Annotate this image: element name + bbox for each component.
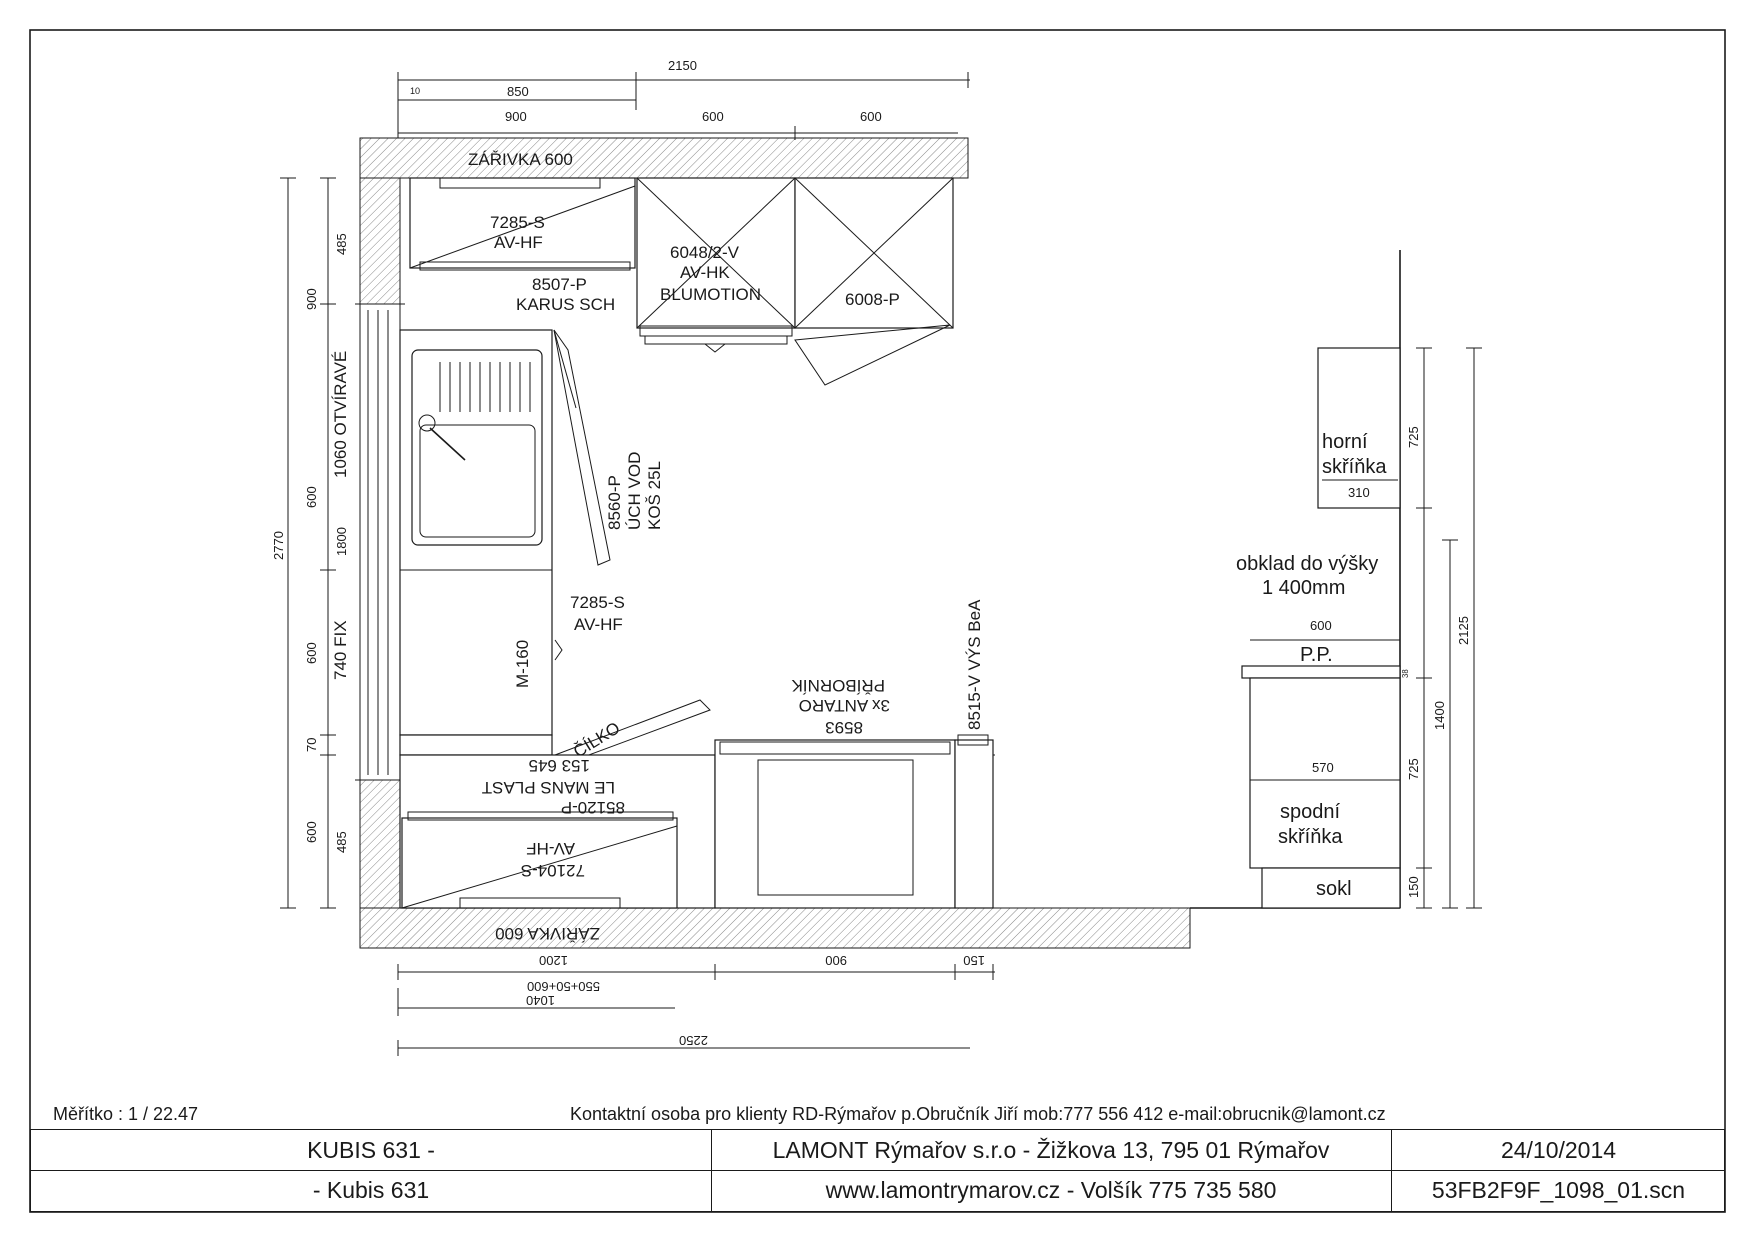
- section-view: horní skříňka 310 obklad do výšky 1 400m…: [1236, 347, 1482, 909]
- section-plinth-label: sokl: [1316, 878, 1352, 900]
- base-sink-bin: KOŠ 25L: [645, 461, 664, 530]
- title-subproject: - Kubis 631: [312, 1177, 430, 1203]
- drawer-count: 3x ANTARO: [799, 696, 890, 715]
- carousel-code: 85120-P: [561, 798, 625, 817]
- base-bottom-code: 72104-S: [521, 861, 585, 880]
- base-sink-name: ÚCH VOD: [625, 452, 644, 530]
- base-side-handle: AV-HF: [574, 615, 623, 634]
- top-wall: [359, 137, 969, 179]
- dim-top-small: 10: [410, 86, 420, 96]
- title-company: LAMONT Rýmařov s.r.o - Žižkova 13, 795 0…: [772, 1136, 1330, 1163]
- title-block: KUBIS 631 - LAMONT Rýmařov s.r.o - Žižko…: [30, 1129, 1725, 1212]
- section-upper-label2: skříňka: [1322, 456, 1387, 478]
- dim-bottom-1200: 1200: [539, 953, 568, 968]
- wall-cabinet-left: [409, 177, 636, 269]
- section-base-h: 725: [1406, 758, 1421, 780]
- section-plinth-h: 150: [1406, 876, 1421, 898]
- dim-bottom-900: 900: [825, 953, 847, 968]
- dim-left-740: 740 FIX: [331, 620, 350, 680]
- section-1400: 1400: [1432, 701, 1447, 730]
- dim-left-485-top: 485: [334, 233, 349, 255]
- bottom-dimensions: 1200 900 150 550+50+600 1040 2250: [397, 953, 995, 1056]
- dim-left-70: 70: [304, 738, 319, 752]
- dim-left-485-bottom: 485: [334, 831, 349, 853]
- section-worktop-w: 600: [1310, 618, 1332, 633]
- drawer-name: PŘÍBORNÍK: [791, 676, 885, 695]
- left-wall-lower: [359, 779, 401, 909]
- tall-cabinet: [954, 739, 994, 909]
- corner-name: KARUS SCH: [516, 295, 615, 314]
- wall-mid-handle: AV-HK: [680, 263, 730, 282]
- dim-left-1800: 1800: [334, 527, 349, 556]
- left-base-run: 8560-P ÚCH VOD KOŠ 25L 7285-S AV-HF M-16…: [399, 329, 711, 763]
- drawer-cabinet: [714, 739, 956, 909]
- wall-right-code: 6008-P: [845, 290, 900, 309]
- dim-bottom-150: 150: [963, 953, 985, 968]
- section-base-cabinet: [1249, 677, 1401, 869]
- dim-top-600b: 600: [860, 109, 882, 124]
- light-top-label: ZÁŘIVKA 600: [468, 150, 573, 169]
- section-worktop-label: P.P.: [1300, 644, 1333, 666]
- base-sink-code: 8560-P: [605, 475, 624, 530]
- dim-left-overall: 2770: [271, 531, 286, 560]
- section-base-label: spodní: [1280, 801, 1340, 823]
- section-worktop: [1241, 665, 1401, 679]
- carousel-dims: 153 645: [529, 756, 590, 775]
- section-upper-depth: 310: [1348, 485, 1370, 500]
- section-tile-height: 1 400mm: [1262, 577, 1345, 599]
- scale-label: Měřítko : 1 / 22.47: [53, 1104, 199, 1124]
- dim-bottom-overall: 2250: [679, 1033, 708, 1048]
- section-tile-label: obklad do výšky: [1236, 553, 1378, 575]
- bottom-wall: [359, 907, 1191, 949]
- section-2125: 2125: [1456, 616, 1471, 645]
- section-base-label2: skříňka: [1278, 826, 1343, 848]
- dim-top-850: 850: [507, 84, 529, 99]
- title-project: KUBIS 631 -: [307, 1136, 435, 1163]
- base-cabinet-bottom-left: [401, 817, 678, 909]
- wall-left-code: 7285-S: [490, 213, 545, 232]
- dim-top-600a: 600: [702, 109, 724, 124]
- dim-bottom-550: 550+50+600: [527, 979, 600, 994]
- base-side-code: 7285-S: [570, 593, 625, 612]
- title-website: www.lamontrymarov.cz - Volšík 775 735 58…: [825, 1177, 1277, 1203]
- title-filename: 53FB2F9F_1098_01.scn: [1431, 1177, 1686, 1203]
- dim-bottom-1040: 1040: [526, 993, 555, 1008]
- dim-left-1060: 1060 OTVÍRAVÉ: [331, 351, 350, 478]
- title-date: 24/10/2014: [1500, 1136, 1617, 1163]
- drawer-code: 8593: [825, 718, 863, 737]
- light-bottom-label: ZÁŘIVKA 600: [495, 924, 600, 943]
- dim-left-600-fix: 600: [304, 642, 319, 664]
- wall-mid-hinge: BLUMOTION: [660, 285, 761, 304]
- dishwasher-label: M-160: [513, 640, 532, 688]
- wall-cabinets: ZÁŘIVKA 600 7285-S AV-HF 8507-P KARUS SC…: [409, 150, 954, 386]
- dim-top-overall: 2150: [668, 58, 697, 73]
- corner-code: 8507-P: [532, 275, 587, 294]
- section-base-depth: 570: [1312, 760, 1334, 775]
- section-upper-h: 725: [1406, 426, 1421, 448]
- walls: [359, 137, 1401, 949]
- left-dimensions: 2770 485 900 1060 OTVÍRAVÉ 600 1800 600 …: [271, 177, 350, 909]
- dim-left-900: 900: [304, 288, 319, 310]
- wall-left-handle: AV-HF: [494, 233, 543, 252]
- contact-line: Kontaktní osoba pro klienty RD-Rýmařov p…: [570, 1104, 1386, 1124]
- dim-left-600-bottom: 600: [304, 821, 319, 843]
- section-upper-cabinet: [1317, 347, 1401, 509]
- dim-left-600-window: 600: [304, 486, 319, 508]
- faucet: [418, 414, 436, 432]
- section-upper-label: horní: [1322, 431, 1368, 453]
- base-bottom-handle: AV-HF: [526, 839, 575, 858]
- sink: [411, 349, 543, 546]
- drawing-frame: [29, 29, 1726, 1213]
- dim-top-900: 900: [505, 109, 527, 124]
- wall-mid-code: 6048/2-V: [670, 243, 740, 262]
- section-plinth: [1261, 867, 1401, 909]
- bottom-base-run: ZÁŘIVKA 600 153 645 LE MANS PLAST 85120-…: [399, 599, 995, 943]
- section-worktop-t: 38: [1401, 669, 1410, 678]
- window: [355, 303, 405, 781]
- top-dimensions: 2150 10 850 900 600 600: [397, 58, 970, 140]
- carousel-name: LE MANS PLAST: [482, 778, 615, 797]
- tall-code: 8515-V VÝS BeA: [965, 599, 984, 730]
- left-wall-upper: [359, 177, 401, 305]
